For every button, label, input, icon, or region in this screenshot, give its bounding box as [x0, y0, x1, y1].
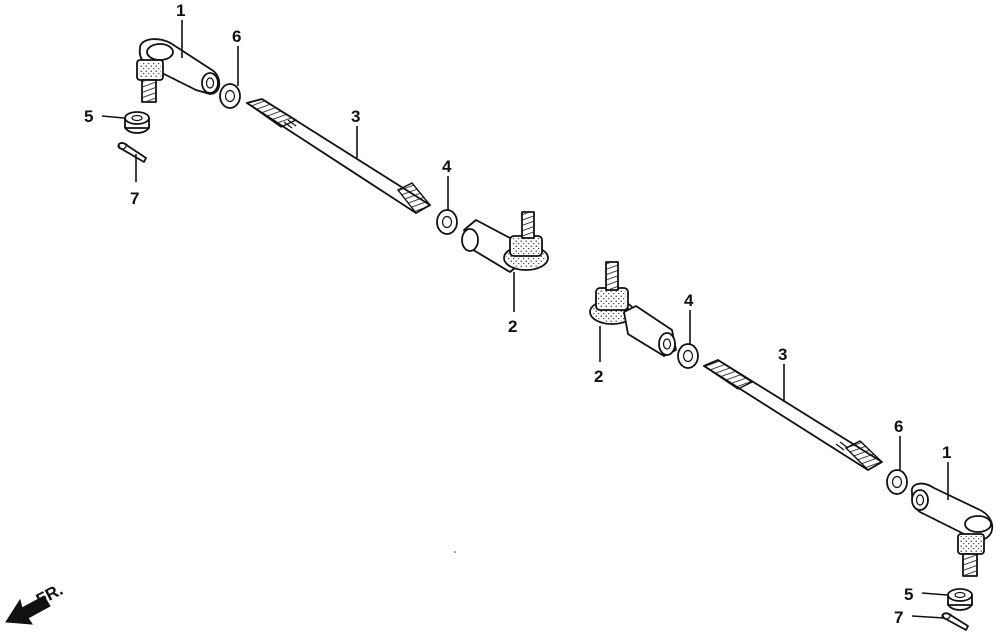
tie-rod-end-inner-left	[461, 211, 549, 273]
leader-lines	[101, 20, 949, 619]
callout-1-right: 1	[942, 443, 951, 462]
callout-4-right: 4	[684, 291, 694, 310]
tie-rod-right	[702, 359, 884, 471]
callout-3-left: 3	[351, 107, 360, 126]
tie-rod-end-outer-left	[136, 38, 221, 103]
callout-7-left: 7	[130, 189, 139, 208]
castle-nut-left	[124, 111, 150, 134]
callout-2-right: 2	[594, 367, 603, 386]
lock-nut-right	[677, 343, 699, 369]
lock-nut-left	[436, 209, 458, 235]
front-direction-arrow-icon: FR.	[5, 580, 66, 625]
callout-labels: 1 6 5 7 3 4 2 2 4 3 6 1 5 7	[84, 1, 951, 627]
callout-6-right: 6	[894, 417, 903, 436]
tie-rod-end-inner-right	[589, 261, 677, 357]
callout-2-left: 2	[508, 317, 517, 336]
speck	[454, 551, 456, 553]
callout-5-right: 5	[904, 585, 913, 604]
callout-6-left: 6	[232, 27, 241, 46]
callout-3-right: 3	[778, 345, 787, 364]
tie-rod-left	[245, 98, 432, 214]
callout-1-left: 1	[176, 1, 185, 20]
callout-5-left: 5	[84, 107, 93, 126]
cotter-pin-right	[941, 612, 969, 631]
washer-left	[219, 83, 241, 109]
callout-7-right: 7	[894, 608, 903, 627]
tie-rod-end-outer-right	[910, 482, 994, 577]
cotter-pin-left	[117, 142, 147, 163]
castle-nut-right	[947, 588, 973, 611]
callout-4-left: 4	[442, 157, 452, 176]
washer-right	[886, 469, 908, 495]
